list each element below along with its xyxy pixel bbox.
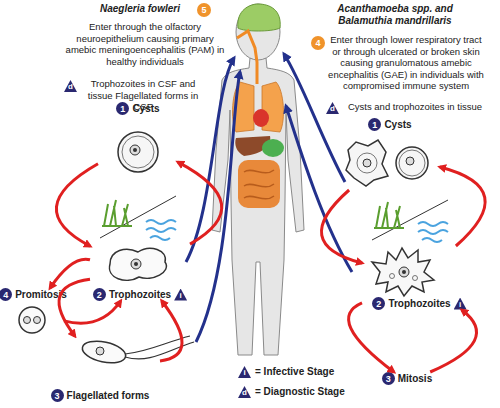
promitosis-cell bbox=[19, 307, 45, 333]
callout-number: 4 bbox=[311, 36, 325, 50]
head-silhouette bbox=[236, 4, 280, 60]
cycle-arrow bbox=[178, 162, 222, 244]
callout-number: 1 bbox=[368, 118, 381, 131]
trophozoite-body bbox=[109, 248, 166, 280]
legend-text: = Diagnostic Stage bbox=[255, 386, 345, 397]
callout-number: 1 bbox=[116, 102, 129, 115]
brain bbox=[238, 4, 280, 31]
infection-arrows bbox=[186, 54, 352, 342]
diagnostic-marker: d bbox=[326, 102, 339, 114]
species-title: Naegleria fowleri bbox=[86, 3, 194, 15]
stage-name: Trophozoites bbox=[388, 298, 450, 309]
legend-symbol: d bbox=[238, 386, 251, 398]
entry-note: Enter through lower respiratory tract or… bbox=[327, 34, 485, 92]
callout-number: 3 bbox=[382, 372, 395, 385]
vacuole bbox=[413, 276, 418, 281]
naegleria-trophozoite bbox=[109, 248, 166, 280]
cyst-inner-wall bbox=[122, 136, 154, 168]
stage-node: 1Cysts bbox=[98, 102, 178, 180]
daughter-nucleus bbox=[34, 317, 41, 324]
infection-arrow bbox=[286, 106, 352, 272]
stage-label-row: 3Mitosis bbox=[368, 372, 446, 385]
stage-label-row: 2Trophozoites i bbox=[362, 297, 477, 310]
stage-label-row: 4Promitosis bbox=[2, 288, 64, 301]
soil-water-environment bbox=[100, 196, 176, 240]
callout-number: 5 bbox=[197, 3, 211, 17]
trophozoite-nucleolus bbox=[402, 270, 406, 274]
stage-node: 2Trophozoitesi bbox=[90, 244, 190, 301]
cyst-nucleus bbox=[406, 157, 414, 165]
stage-node: 3Mitosis bbox=[368, 372, 446, 392]
stomach bbox=[262, 139, 284, 157]
callout-number: 2 bbox=[372, 297, 385, 310]
cyst-inner-wall bbox=[357, 153, 377, 173]
cyst-nucleolus bbox=[133, 148, 137, 152]
legend-text: = Infective Stage bbox=[255, 366, 334, 377]
grass bbox=[374, 202, 404, 228]
infective-marker: i bbox=[174, 289, 187, 301]
callout-number: 2 bbox=[93, 288, 106, 301]
infective-marker: i bbox=[454, 298, 467, 310]
callout-number: 4 bbox=[0, 288, 12, 301]
acanthamoeba-cysts bbox=[346, 140, 428, 186]
trophozoite-nucleolus bbox=[134, 262, 138, 266]
flagellate-body bbox=[80, 338, 127, 367]
water-waves bbox=[146, 220, 176, 240]
legend-symbol: i bbox=[238, 366, 251, 378]
stage-name: Cysts bbox=[384, 119, 411, 130]
cycle-arrow bbox=[321, 190, 362, 263]
soil-water-environment bbox=[372, 200, 448, 242]
cycle-arrow bbox=[64, 301, 121, 323]
naegleria-cyst bbox=[118, 132, 158, 172]
species-title: Acanthamoeba spp. and Balamuthia mandril… bbox=[326, 3, 464, 27]
stage-node: 4Promitosis bbox=[2, 288, 64, 338]
spiny-trophozoite-body bbox=[372, 248, 434, 296]
stage-node: 2Trophozoites i bbox=[362, 246, 477, 310]
heart bbox=[253, 109, 269, 127]
vacuole bbox=[390, 274, 395, 279]
stage-node: 3Flagellated forms bbox=[40, 336, 160, 402]
cycle-arrow bbox=[160, 301, 182, 361]
infection-arrow bbox=[196, 72, 240, 342]
intestines bbox=[238, 160, 280, 208]
cycle-arrow bbox=[440, 167, 485, 246]
diagnostic-note: Cysts and trophozoites in tissue bbox=[341, 101, 489, 113]
flagellate-nucleus bbox=[96, 347, 104, 355]
trophozoite-nucleus bbox=[131, 259, 141, 269]
diagnostic-marker: d bbox=[64, 80, 77, 92]
stage-name: Trophozoites bbox=[109, 289, 171, 300]
stage-label-row: 3Flagellated forms bbox=[40, 389, 160, 402]
cyst-wall bbox=[118, 132, 158, 172]
wrinkled-cyst-wall bbox=[346, 140, 388, 186]
cycle-arrow bbox=[59, 279, 90, 336]
entry-note: Enter through the olfactory neuroepithel… bbox=[64, 21, 226, 67]
stage-label-row: 2Trophozoitesi bbox=[90, 288, 190, 301]
cyst-inner-wall bbox=[399, 150, 425, 176]
intestine-coils bbox=[244, 170, 274, 199]
daughter-nucleus bbox=[24, 317, 31, 324]
cyst-nucleus bbox=[130, 145, 140, 155]
flagella bbox=[125, 336, 194, 359]
human-figure bbox=[212, 4, 304, 355]
stage-name: Mitosis bbox=[398, 373, 432, 384]
acanthamoeba-trophozoite bbox=[372, 248, 434, 296]
cycle-arrow bbox=[349, 303, 394, 372]
dividing-cell bbox=[19, 307, 45, 333]
cyst-nucleus bbox=[363, 159, 371, 167]
stage-label-row: 1Cysts bbox=[340, 118, 440, 131]
callout-number: 3 bbox=[51, 389, 64, 402]
naegleria-flagellate bbox=[80, 336, 194, 366]
stage-node: 1Cysts bbox=[340, 118, 440, 190]
stage-name: Promitosis bbox=[15, 289, 67, 300]
trophozoite-nucleus bbox=[399, 267, 409, 277]
cycle-arrow bbox=[50, 259, 90, 288]
stage-name: Flagellated forms bbox=[67, 390, 150, 401]
diagnostic-note: Trophozoites in CSF and tissue Flagellat… bbox=[79, 78, 207, 113]
water-waves bbox=[418, 222, 448, 242]
grass bbox=[102, 200, 132, 226]
round-cyst-wall bbox=[396, 147, 428, 179]
cycle-arrow bbox=[56, 164, 98, 246]
cycle-arrow bbox=[430, 310, 476, 372]
